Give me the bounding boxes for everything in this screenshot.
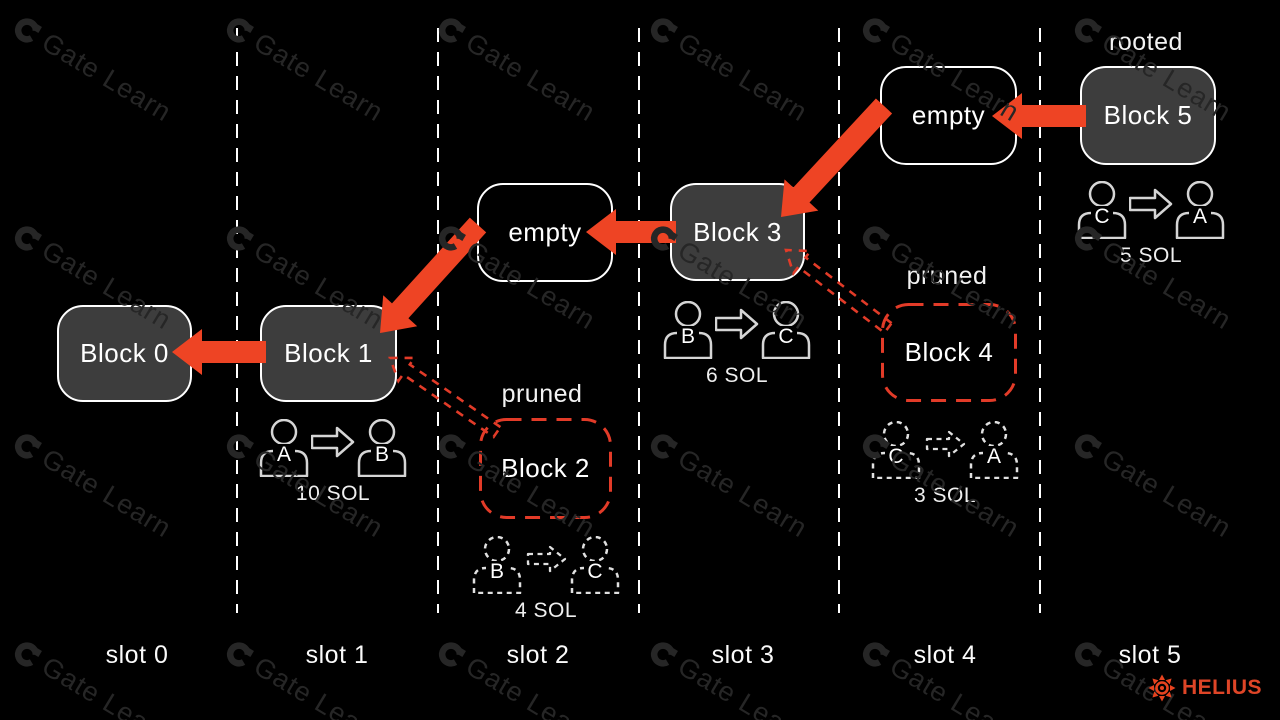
svg-text:B: B xyxy=(375,443,389,466)
transaction-amount: 4 SOL xyxy=(514,599,578,622)
transfer-arrow-icon xyxy=(1129,188,1173,220)
helius-logo: HELIUS xyxy=(1148,674,1262,702)
transaction-amount: 3 SOL xyxy=(913,484,977,507)
pruned-dashed-border xyxy=(479,418,612,519)
gate-learn-watermark: Gate Learn xyxy=(644,10,813,128)
gate-logo-icon xyxy=(15,225,43,251)
gate-logo-icon xyxy=(439,225,467,251)
helius-wordmark: HELIUS xyxy=(1182,676,1263,699)
transaction-amount: 6 SOL xyxy=(705,364,769,387)
person-icon-sender-dashed: C xyxy=(871,421,921,479)
gate-logo-icon xyxy=(651,433,679,459)
svg-text:C: C xyxy=(778,325,793,348)
transfer-arrow-icon xyxy=(311,426,355,458)
svg-text:C: C xyxy=(1094,205,1109,228)
empty-block-slot-4-label: empty xyxy=(911,100,986,130)
gate-logo-icon xyxy=(439,17,467,43)
gate-logo-icon xyxy=(227,433,255,459)
transfer-arrow-icon-dashed xyxy=(925,430,966,458)
transfer-arrow-icon xyxy=(715,308,759,340)
svg-text:A: A xyxy=(1193,205,1207,228)
arrow-empty2-to-block1 xyxy=(380,217,487,333)
person-icon-receiver: A xyxy=(1175,181,1225,239)
slot-label-1: slot 1 xyxy=(305,641,369,669)
block-3-label: Block 3 xyxy=(693,216,782,247)
gate-learn-watermark: Gate Learn xyxy=(8,426,177,544)
transaction-slot-4-pruned: C A 3 SOL xyxy=(871,421,1019,508)
svg-text:B: B xyxy=(681,325,695,348)
gate-learn-watermark: Gate Learn xyxy=(1068,426,1237,544)
transaction-amount: 5 SOL xyxy=(1119,244,1183,267)
gate-learn-watermark: Gate Learn xyxy=(644,426,813,544)
transaction-slot-3: B C 6 SOL xyxy=(663,301,811,388)
gate-logo-icon xyxy=(227,641,255,667)
empty-block-slot-2: empty xyxy=(477,183,613,282)
rooted-label: rooted xyxy=(1109,28,1183,56)
gate-logo-icon xyxy=(15,17,43,43)
helius-sun-icon xyxy=(1148,674,1176,702)
gate-logo-icon xyxy=(1075,433,1103,459)
person-icon-sender: B xyxy=(663,301,713,359)
gate-logo-icon xyxy=(651,17,679,43)
svg-text:A: A xyxy=(277,443,291,466)
person-icon-receiver: C xyxy=(761,301,811,359)
gate-learn-watermark: Gate Learn xyxy=(8,10,177,128)
block-3: Block 3 xyxy=(670,183,805,281)
block-2-pruned: Block 2 xyxy=(478,417,613,520)
person-icon-receiver-dashed: A xyxy=(969,421,1019,479)
block-1-label: Block 1 xyxy=(284,338,373,368)
block-5-label: Block 5 xyxy=(1103,100,1193,130)
block-4-label: Block 4 xyxy=(904,337,994,367)
block-4-pruned: Block 4 xyxy=(880,302,1018,403)
pruned-label-slot-4: pruned xyxy=(906,262,988,290)
svg-text:C: C xyxy=(888,445,903,468)
empty-block-slot-2-label: empty xyxy=(508,217,582,247)
gate-logo-icon xyxy=(227,225,255,251)
gate-logo-icon xyxy=(439,641,467,667)
svg-text:C: C xyxy=(587,560,602,583)
block-0: Block 0 xyxy=(57,305,192,402)
gate-logo-icon xyxy=(863,225,891,251)
block-0-label: Block 0 xyxy=(80,338,169,368)
gate-logo-icon xyxy=(439,433,467,459)
transaction-amount: 10 SOL xyxy=(295,482,371,505)
gate-learn-watermark: Gate Learn xyxy=(220,10,389,128)
pruned-label-slot-2: pruned xyxy=(501,380,583,408)
transaction-slot-2-pruned: B C 4 SOL xyxy=(472,536,620,623)
gate-logo-icon xyxy=(227,17,255,43)
slot-label-4: slot 4 xyxy=(913,641,977,669)
empty-block-slot-4: empty xyxy=(880,66,1017,165)
slot-label-2: slot 2 xyxy=(506,641,570,669)
person-icon-sender: A xyxy=(259,419,309,477)
slot-label-0: slot 0 xyxy=(105,641,169,669)
person-icon-receiver-dashed: C xyxy=(570,536,620,594)
gate-learn-watermark: Gate Learn xyxy=(432,10,601,128)
gate-logo-icon xyxy=(863,17,891,43)
slot-label-5: slot 5 xyxy=(1118,641,1182,669)
svg-text:B: B xyxy=(490,560,504,583)
transaction-slot-1: A B 10 SOL xyxy=(259,419,407,506)
person-icon-sender-dashed: B xyxy=(472,536,522,594)
svg-text:A: A xyxy=(987,445,1001,468)
gate-logo-icon xyxy=(15,641,43,667)
slot-label-3: slot 3 xyxy=(711,641,775,669)
person-icon-sender: C xyxy=(1077,181,1127,239)
block-5: Block 5 xyxy=(1080,66,1216,165)
person-icon-receiver: B xyxy=(357,419,407,477)
transfer-arrow-icon-dashed xyxy=(526,545,567,573)
block-2-label: Block 2 xyxy=(501,453,590,483)
block-1: Block 1 xyxy=(260,305,397,402)
gate-logo-icon xyxy=(15,433,43,459)
transaction-slot-5: C A 5 SOL xyxy=(1077,181,1225,268)
